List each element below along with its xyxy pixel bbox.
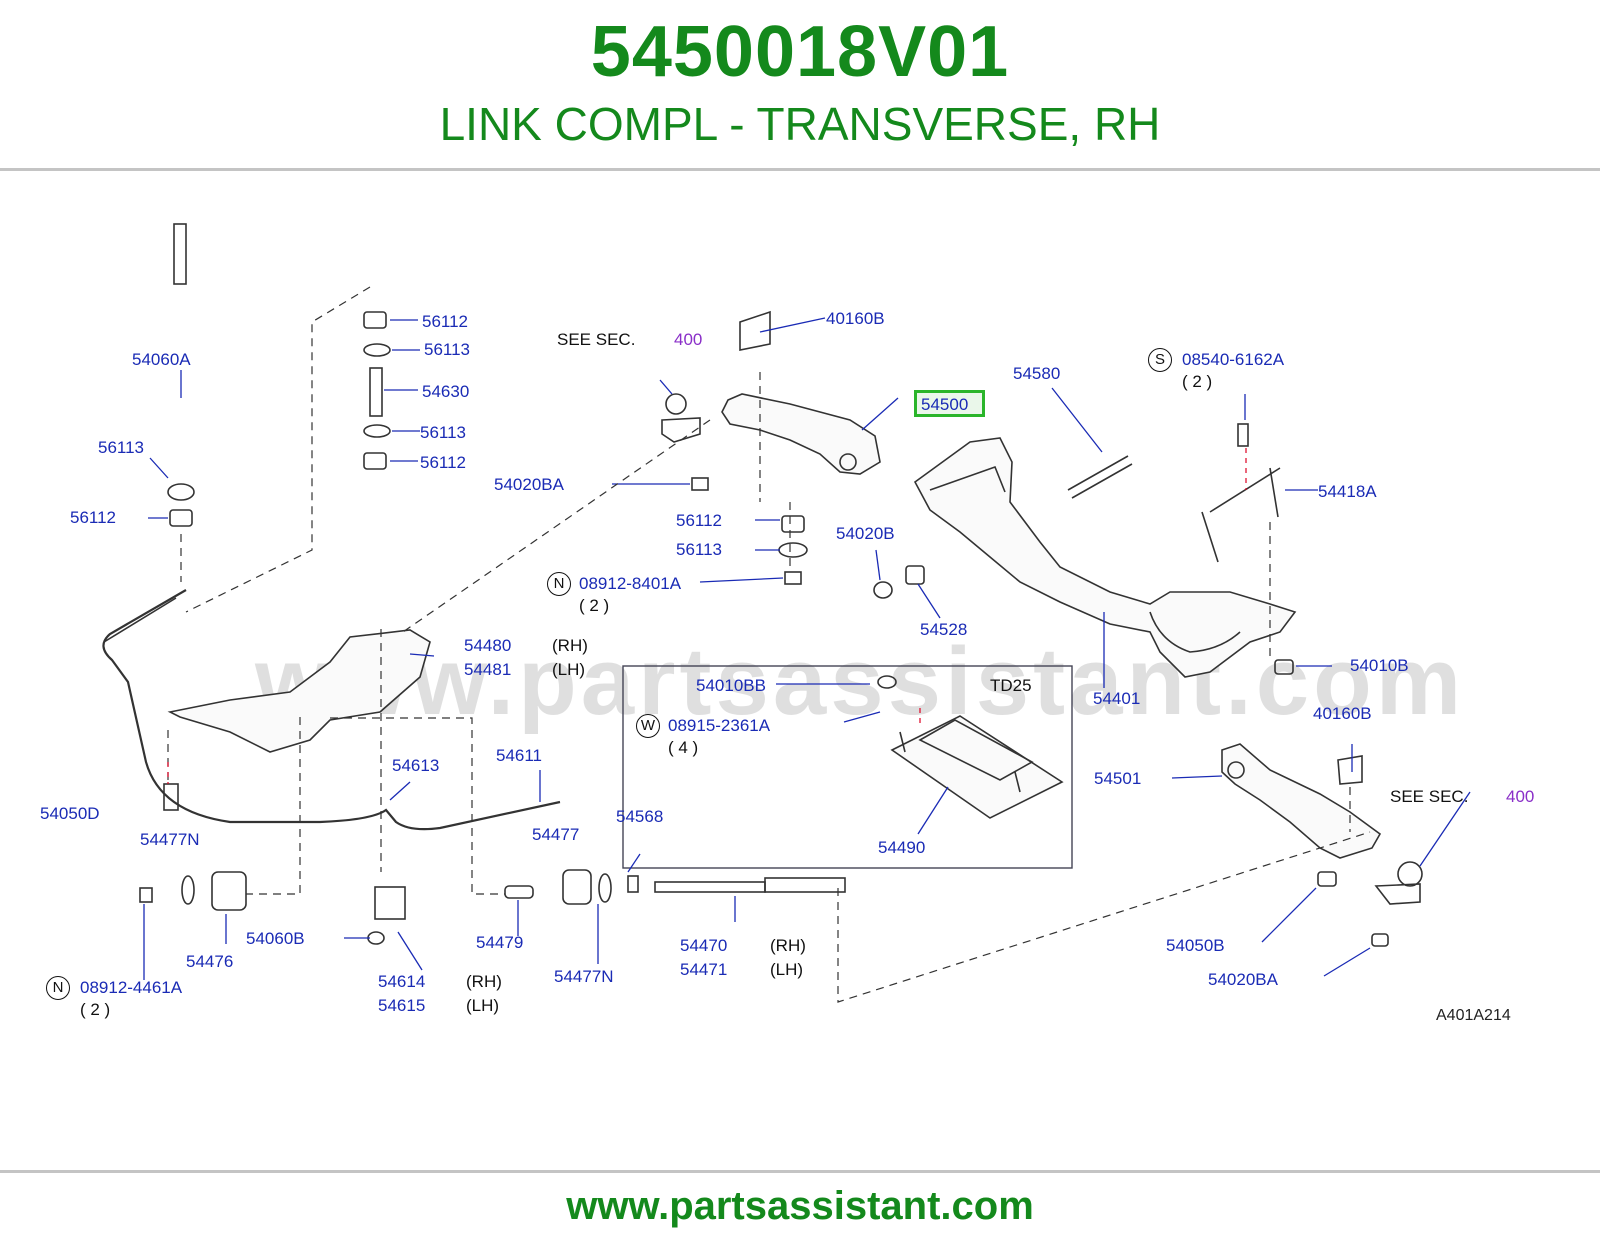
- label-54480: 54480: [464, 636, 512, 655]
- label-54630: 54630: [422, 382, 470, 401]
- diagram-reference-code: A401A214: [1436, 1007, 1511, 1024]
- label-56113: 56113: [420, 423, 467, 442]
- label-40160b: 40160B: [826, 309, 885, 328]
- label-54580: 54580: [1013, 364, 1061, 383]
- label-56112: 56112: [420, 453, 467, 472]
- label-54568: 54568: [616, 807, 664, 826]
- label-54479: 54479: [476, 933, 524, 952]
- section-400-link[interactable]: 400: [674, 330, 703, 349]
- section-400-link[interactable]: 400: [1506, 787, 1535, 806]
- lh-label: (LH): [466, 996, 500, 1015]
- label-54528: 54528: [920, 620, 968, 639]
- label-54477n: 54477N: [140, 830, 200, 849]
- label-54471: 54471: [680, 960, 728, 979]
- label-54613: 54613: [392, 756, 440, 775]
- page-header: 5450018V01 LINK COMPL - TRANSVERSE, RH: [0, 0, 1600, 172]
- qty-2: ( 2 ): [579, 596, 610, 615]
- label-40160b: 40160B: [1313, 704, 1372, 723]
- lh-label: (LH): [770, 960, 804, 979]
- label-56112: 56112: [422, 312, 469, 331]
- lh-label: (LH): [552, 660, 586, 679]
- part-description: LINK COMPL - TRANSVERSE, RH: [439, 98, 1161, 150]
- label-08912-4461a: 08912-4461A: [80, 978, 183, 997]
- label-54477n: 54477N: [554, 967, 614, 986]
- see-section-label: SEE SEC.: [1390, 787, 1469, 806]
- label-56112: 56112: [676, 511, 723, 530]
- footer-divider: [0, 1170, 1600, 1173]
- label-54470: 54470: [680, 936, 728, 955]
- mark-n: N: [547, 572, 571, 596]
- label-56113: 56113: [676, 540, 723, 559]
- part-number-title: 5450018V01: [590, 12, 1010, 92]
- parts-diagram: www.partsassistant.com: [0, 172, 1600, 1168]
- label-54418a: 54418A: [1318, 482, 1377, 501]
- label-54477: 54477: [532, 825, 580, 844]
- label-54481: 54481: [464, 660, 512, 679]
- label-54401: 54401: [1093, 689, 1141, 708]
- footer-site-link[interactable]: www.partsassistant.com: [566, 1184, 1034, 1228]
- label-54050b: 54050B: [1166, 936, 1225, 955]
- label-56113: 56113: [98, 438, 145, 457]
- label-54060b: 54060B: [246, 929, 305, 948]
- label-08540-6162a: 08540-6162A: [1182, 350, 1285, 369]
- label-54050d: 54050D: [40, 804, 100, 823]
- label-54501: 54501: [1094, 769, 1142, 788]
- rh-label: (RH): [466, 972, 502, 991]
- label-54010bb: 54010BB: [696, 676, 766, 695]
- label-54490: 54490: [878, 838, 926, 857]
- label-54010b: 54010B: [1350, 656, 1409, 675]
- label-54611: 54611: [496, 746, 543, 765]
- mark-s: S: [1148, 348, 1172, 372]
- label-56112: 56112: [70, 508, 117, 527]
- label-56113: 56113: [424, 340, 471, 359]
- label-08912-8401a: 08912-8401A: [579, 574, 682, 593]
- qty-2: ( 2 ): [80, 1000, 111, 1019]
- mark-n: N: [46, 976, 70, 1000]
- label-54060a: 54060A: [132, 350, 191, 369]
- rh-label: (RH): [770, 936, 806, 955]
- label-54476: 54476: [186, 952, 234, 971]
- label-54020ba: 54020BA: [494, 475, 564, 494]
- highlighted-part-box[interactable]: 54500: [914, 390, 985, 417]
- label-54614: 54614: [378, 972, 426, 991]
- qty-4: ( 4 ): [668, 738, 699, 757]
- see-section-label: SEE SEC.: [557, 330, 636, 349]
- label-54615: 54615: [378, 996, 426, 1015]
- label-54020ba: 54020BA: [1208, 970, 1278, 989]
- highlighted-part-label: 54500: [921, 395, 969, 414]
- mark-w: W: [636, 714, 660, 738]
- watermark-text: www.partsassistant.com: [255, 628, 1466, 735]
- qty-2: ( 2 ): [1182, 372, 1213, 391]
- label-08915-2361a: 08915-2361A: [668, 716, 771, 735]
- diagram-drawing: [102, 223, 1471, 1003]
- header-divider: [0, 168, 1600, 171]
- label-54020b: 54020B: [836, 524, 895, 543]
- td25-label: TD25: [990, 676, 1032, 695]
- rh-label: (RH): [552, 636, 588, 655]
